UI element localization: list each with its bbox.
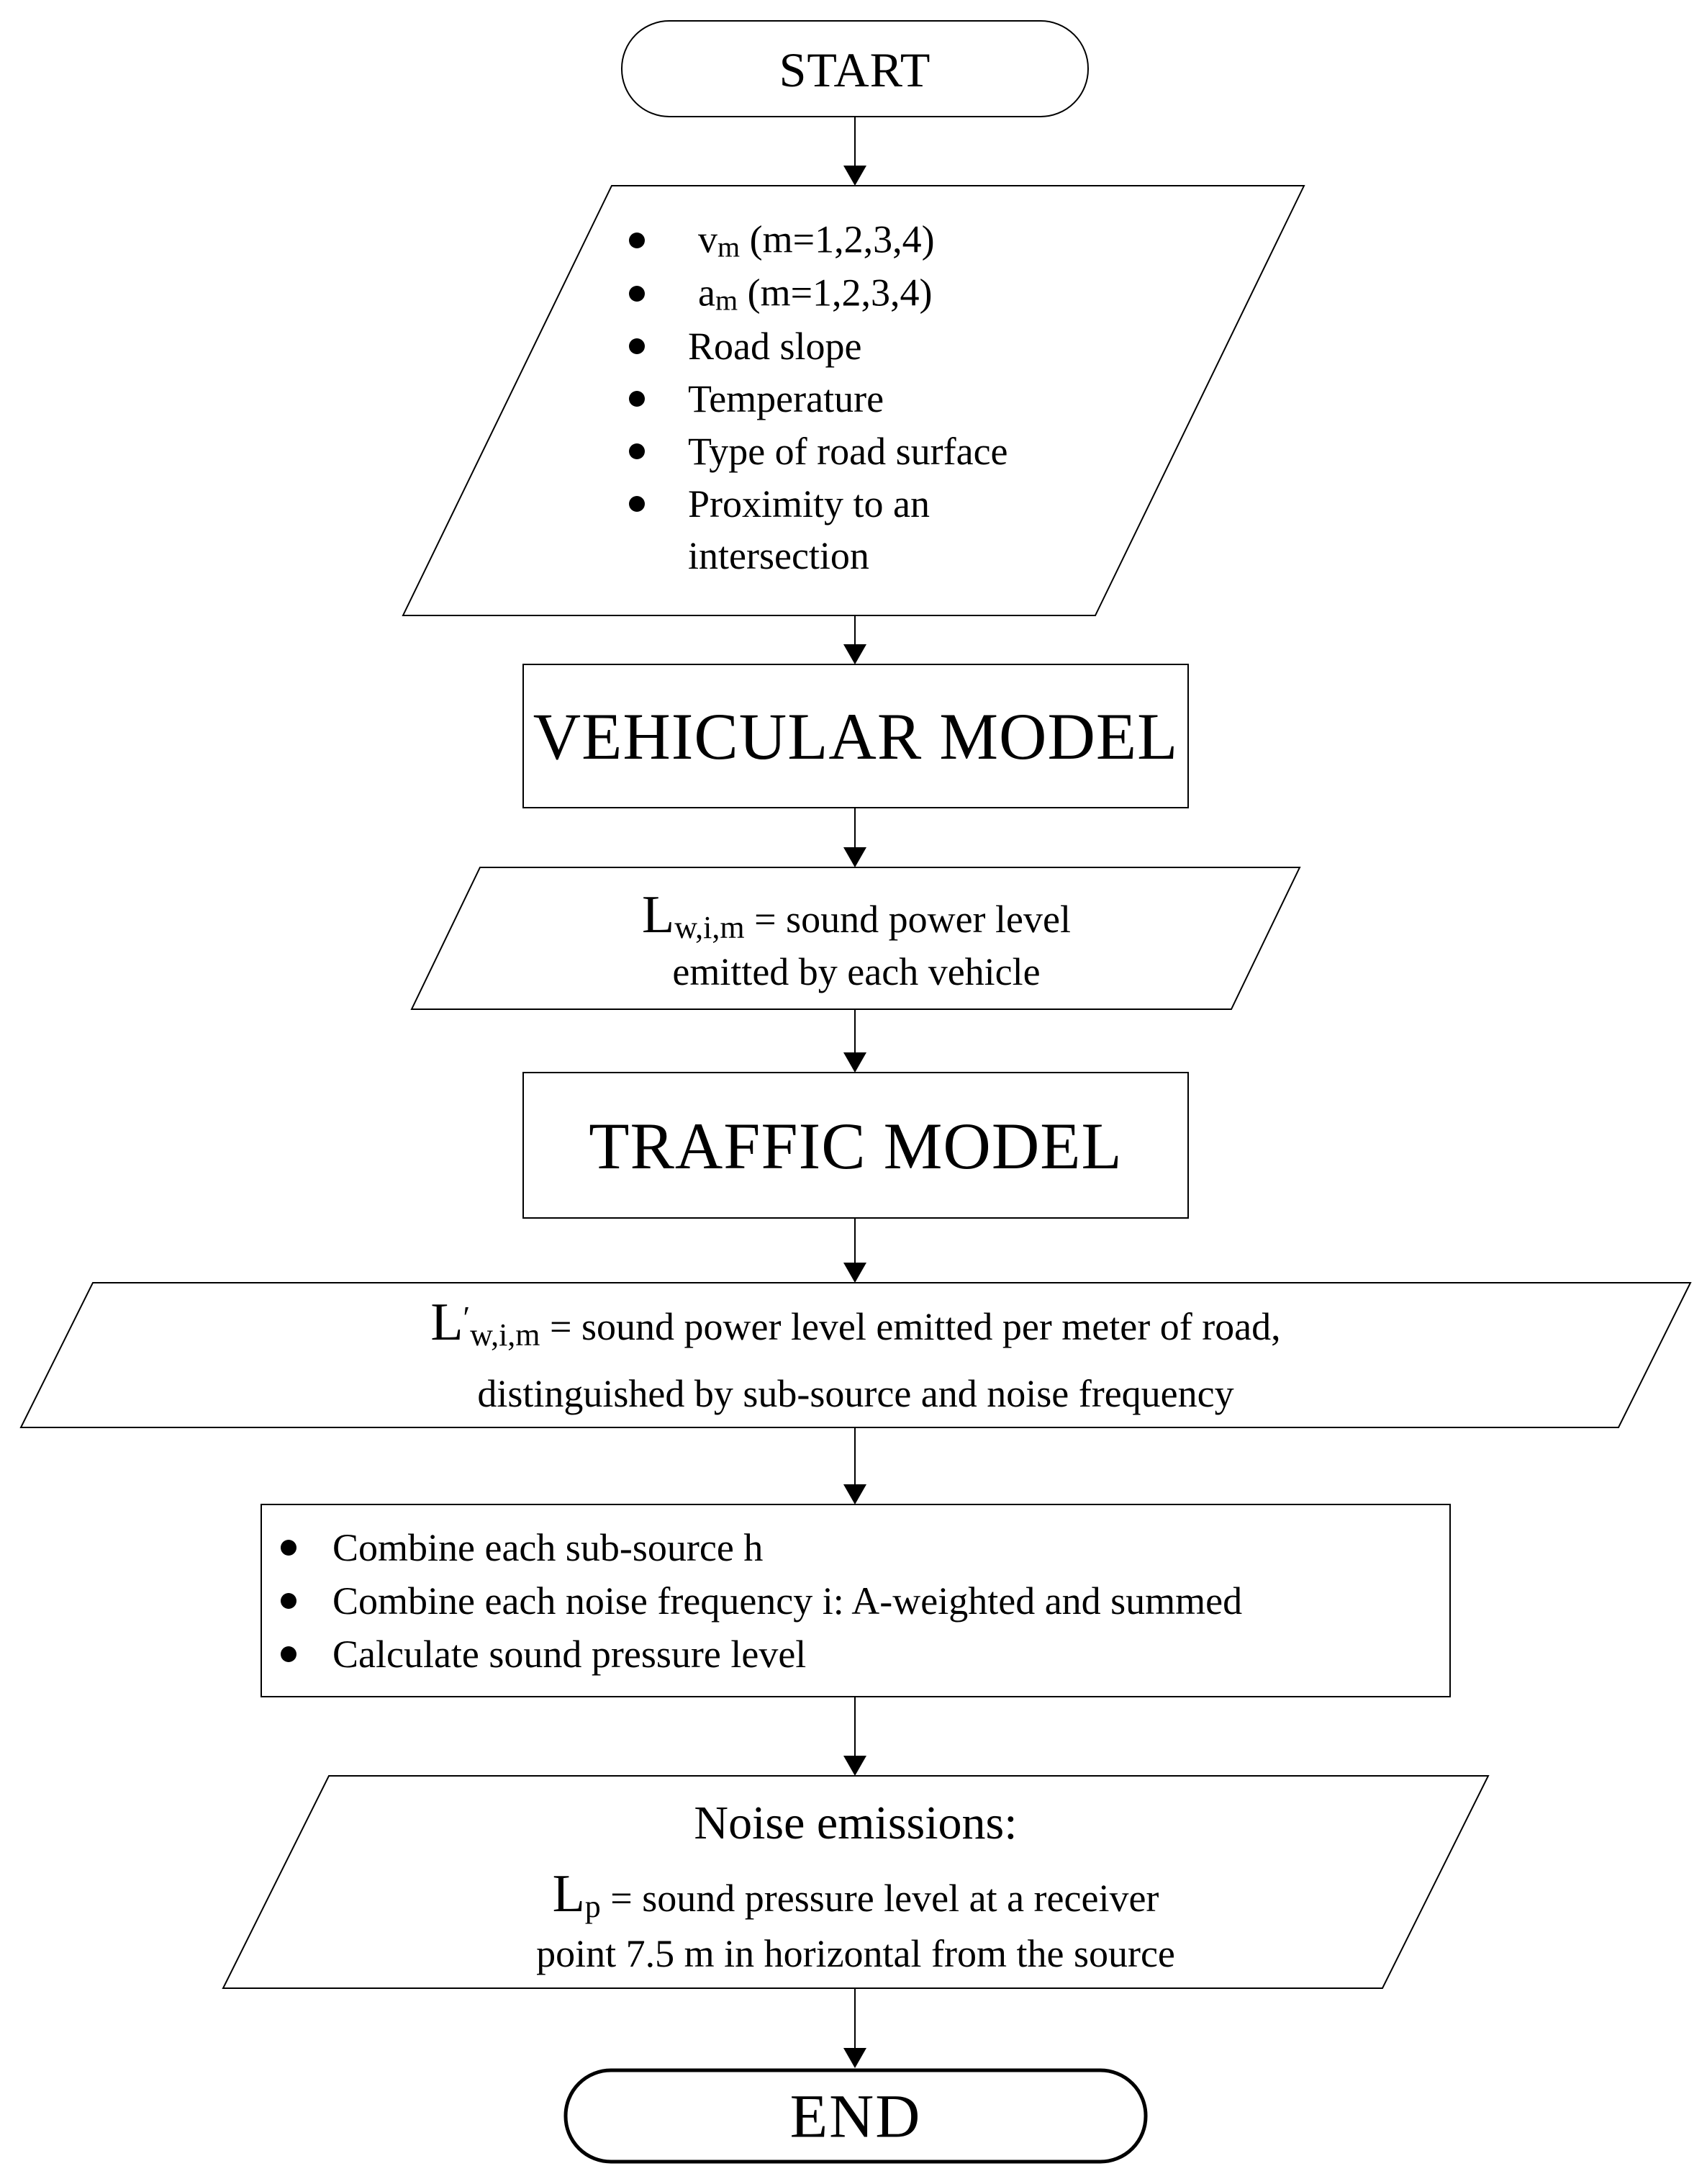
process-item-1: Combine each sub-source h xyxy=(332,1525,764,1569)
bullet-marker xyxy=(629,233,645,248)
noise-emissions-title: Noise emissions: xyxy=(694,1797,1018,1850)
process-item-2: Combine each noise frequency i: A-weight… xyxy=(332,1579,1243,1623)
noise-emissions-line2: point 7.5 m in horizontal from the sourc… xyxy=(536,1931,1175,1975)
input-parallelogram xyxy=(402,185,1305,616)
flow-arrowhead-3 xyxy=(843,847,866,867)
flow-arrowhead-1 xyxy=(843,166,866,186)
input-item-road-slope: Road slope xyxy=(688,324,862,368)
input-item-proximity-wrap: intersection xyxy=(688,533,869,577)
noise-emissions-parallelogram xyxy=(222,1775,1490,1989)
bullet-marker xyxy=(281,1593,296,1609)
noise-emissions-line1: Lp = sound pressure level at a receiver xyxy=(552,1864,1159,1925)
input-item-am: am (m=1,2,3,4) xyxy=(698,271,933,317)
input-item-road-surface: Type of road surface xyxy=(688,429,1008,473)
bullet-marker xyxy=(629,391,645,407)
flow-arrowhead-5 xyxy=(843,1263,866,1283)
flow-arrowhead-2 xyxy=(843,644,866,664)
bullet-marker xyxy=(629,443,645,459)
traffic-model-label: TRAFFIC MODEL xyxy=(589,1109,1123,1183)
bullet-marker xyxy=(281,1540,296,1556)
bullet-marker xyxy=(629,286,645,302)
sound-power-line1: Lw,i,m = sound power level xyxy=(642,885,1071,946)
bullet-marker xyxy=(629,338,645,354)
process-item-3: Calculate sound pressure level xyxy=(332,1632,807,1676)
input-item-vm: vm (m=1,2,3,4) xyxy=(698,217,935,263)
sound-power-line2: emitted by each vehicle xyxy=(672,949,1041,993)
input-item-proximity: Proximity to an xyxy=(688,482,930,525)
end-label: END xyxy=(789,2081,922,2151)
sound-power-per-meter-line2: distinguished by sub-source and noise fr… xyxy=(477,1371,1234,1415)
bullet-marker xyxy=(281,1646,296,1662)
flow-arrowhead-6 xyxy=(843,1484,866,1504)
flow-arrowhead-8 xyxy=(843,2048,866,2068)
end-shape xyxy=(563,2068,1148,2164)
flow-arrowhead-4 xyxy=(843,1052,866,1073)
sound-power-parallelogram xyxy=(410,867,1301,1010)
sound-power-per-meter-line1: L′w,i,m = sound power level emitted per … xyxy=(430,1293,1281,1353)
traffic-model-box xyxy=(522,1072,1189,1219)
combine-process-box xyxy=(261,1504,1451,1697)
vehicular-model-label: VEHICULAR MODEL xyxy=(533,700,1179,774)
bullet-marker xyxy=(629,496,645,512)
sound-power-per-meter-parallelogram xyxy=(19,1282,1692,1428)
flow-arrowhead-7 xyxy=(843,1756,866,1776)
input-item-temperature: Temperature xyxy=(688,376,884,420)
start-label: START xyxy=(779,42,931,97)
